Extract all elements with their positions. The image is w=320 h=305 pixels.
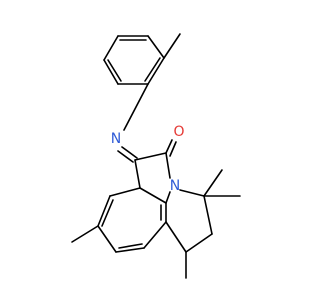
molecule-structure: N O N [71,33,241,279]
methyl-bond-left [71,225,99,243]
methyl-bond-top [163,33,181,59]
aromatic-bond [97,195,111,227]
ring6-bond [165,221,187,253]
ring5-bond [165,191,171,204]
atom-label-carbonyl-oxygen: O [173,124,184,140]
atom-label-imine-nitrogen: N [111,131,121,147]
carbonyl-double-bond [165,139,173,154]
aromatic-bond [109,187,141,197]
methyl-bond-gem1 [203,169,223,197]
ring6-bond [185,233,213,253]
aromatic-bond [97,225,117,253]
ring6-bond [203,195,213,235]
carbonyl-double-bond [169,141,177,157]
structure-canvas: N O N [71,33,241,279]
tolyl-bond [103,59,119,85]
bond-lines [71,33,241,279]
aromatic-double-bond [118,243,143,249]
aryl-n-bond [123,83,149,131]
ring6-bond [179,189,205,197]
tolyl-double-bond [144,57,161,82]
atom-label-ring-nitrogen: N [170,178,180,194]
tolyl-double-bond [107,59,122,82]
aromatic-bond [143,221,167,249]
tolyl-bond [147,35,165,59]
ring5-bond [134,152,167,161]
ring5-bond [139,187,167,204]
ring5-bond [134,159,141,189]
ring5-bond [165,152,171,179]
tolyl-bond [147,57,165,85]
tolyl-bond [103,35,119,61]
aromatic-double-bond [101,199,114,227]
imine-double-bond [117,150,134,163]
aromatic-bond [115,247,145,253]
imine-double-bond [121,146,138,159]
